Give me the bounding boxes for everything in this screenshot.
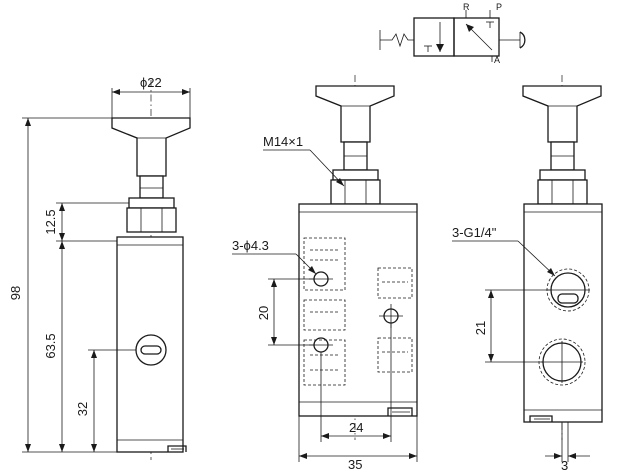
side-view-right: 3-G1/4" 21 3 — [452, 75, 603, 473]
side-view-left: ϕ22 98 12.5 63.5 32 — [8, 75, 191, 460]
dim-pitch-21: 21 — [473, 321, 488, 335]
valve-schematic-symbol: R P A — [379, 2, 526, 65]
port-r-label: R — [463, 2, 470, 12]
dim-height-12-5: 12.5 — [43, 209, 58, 234]
port-a-label: A — [494, 55, 500, 65]
dim-width-24: 24 — [349, 420, 363, 435]
dim-height-98: 98 — [8, 286, 23, 300]
dim-height-63-5: 63.5 — [43, 333, 58, 358]
dim-width-35: 35 — [348, 457, 362, 472]
dim-height-32: 32 — [75, 402, 90, 416]
dim-diameter-22: ϕ22 — [140, 75, 162, 90]
port-p-label: P — [496, 2, 502, 12]
label-holes-3-phi-4-3: 3-ϕ4.3 — [232, 238, 269, 253]
label-thread-m14x1: M14×1 — [263, 134, 303, 149]
label-ports-g1-4: 3-G1/4" — [452, 225, 497, 240]
dim-pitch-20: 20 — [256, 306, 271, 320]
dim-offset-3: 3 — [561, 458, 568, 473]
front-view-middle: M14×1 3-ϕ4.3 20 24 35 — [232, 75, 418, 472]
